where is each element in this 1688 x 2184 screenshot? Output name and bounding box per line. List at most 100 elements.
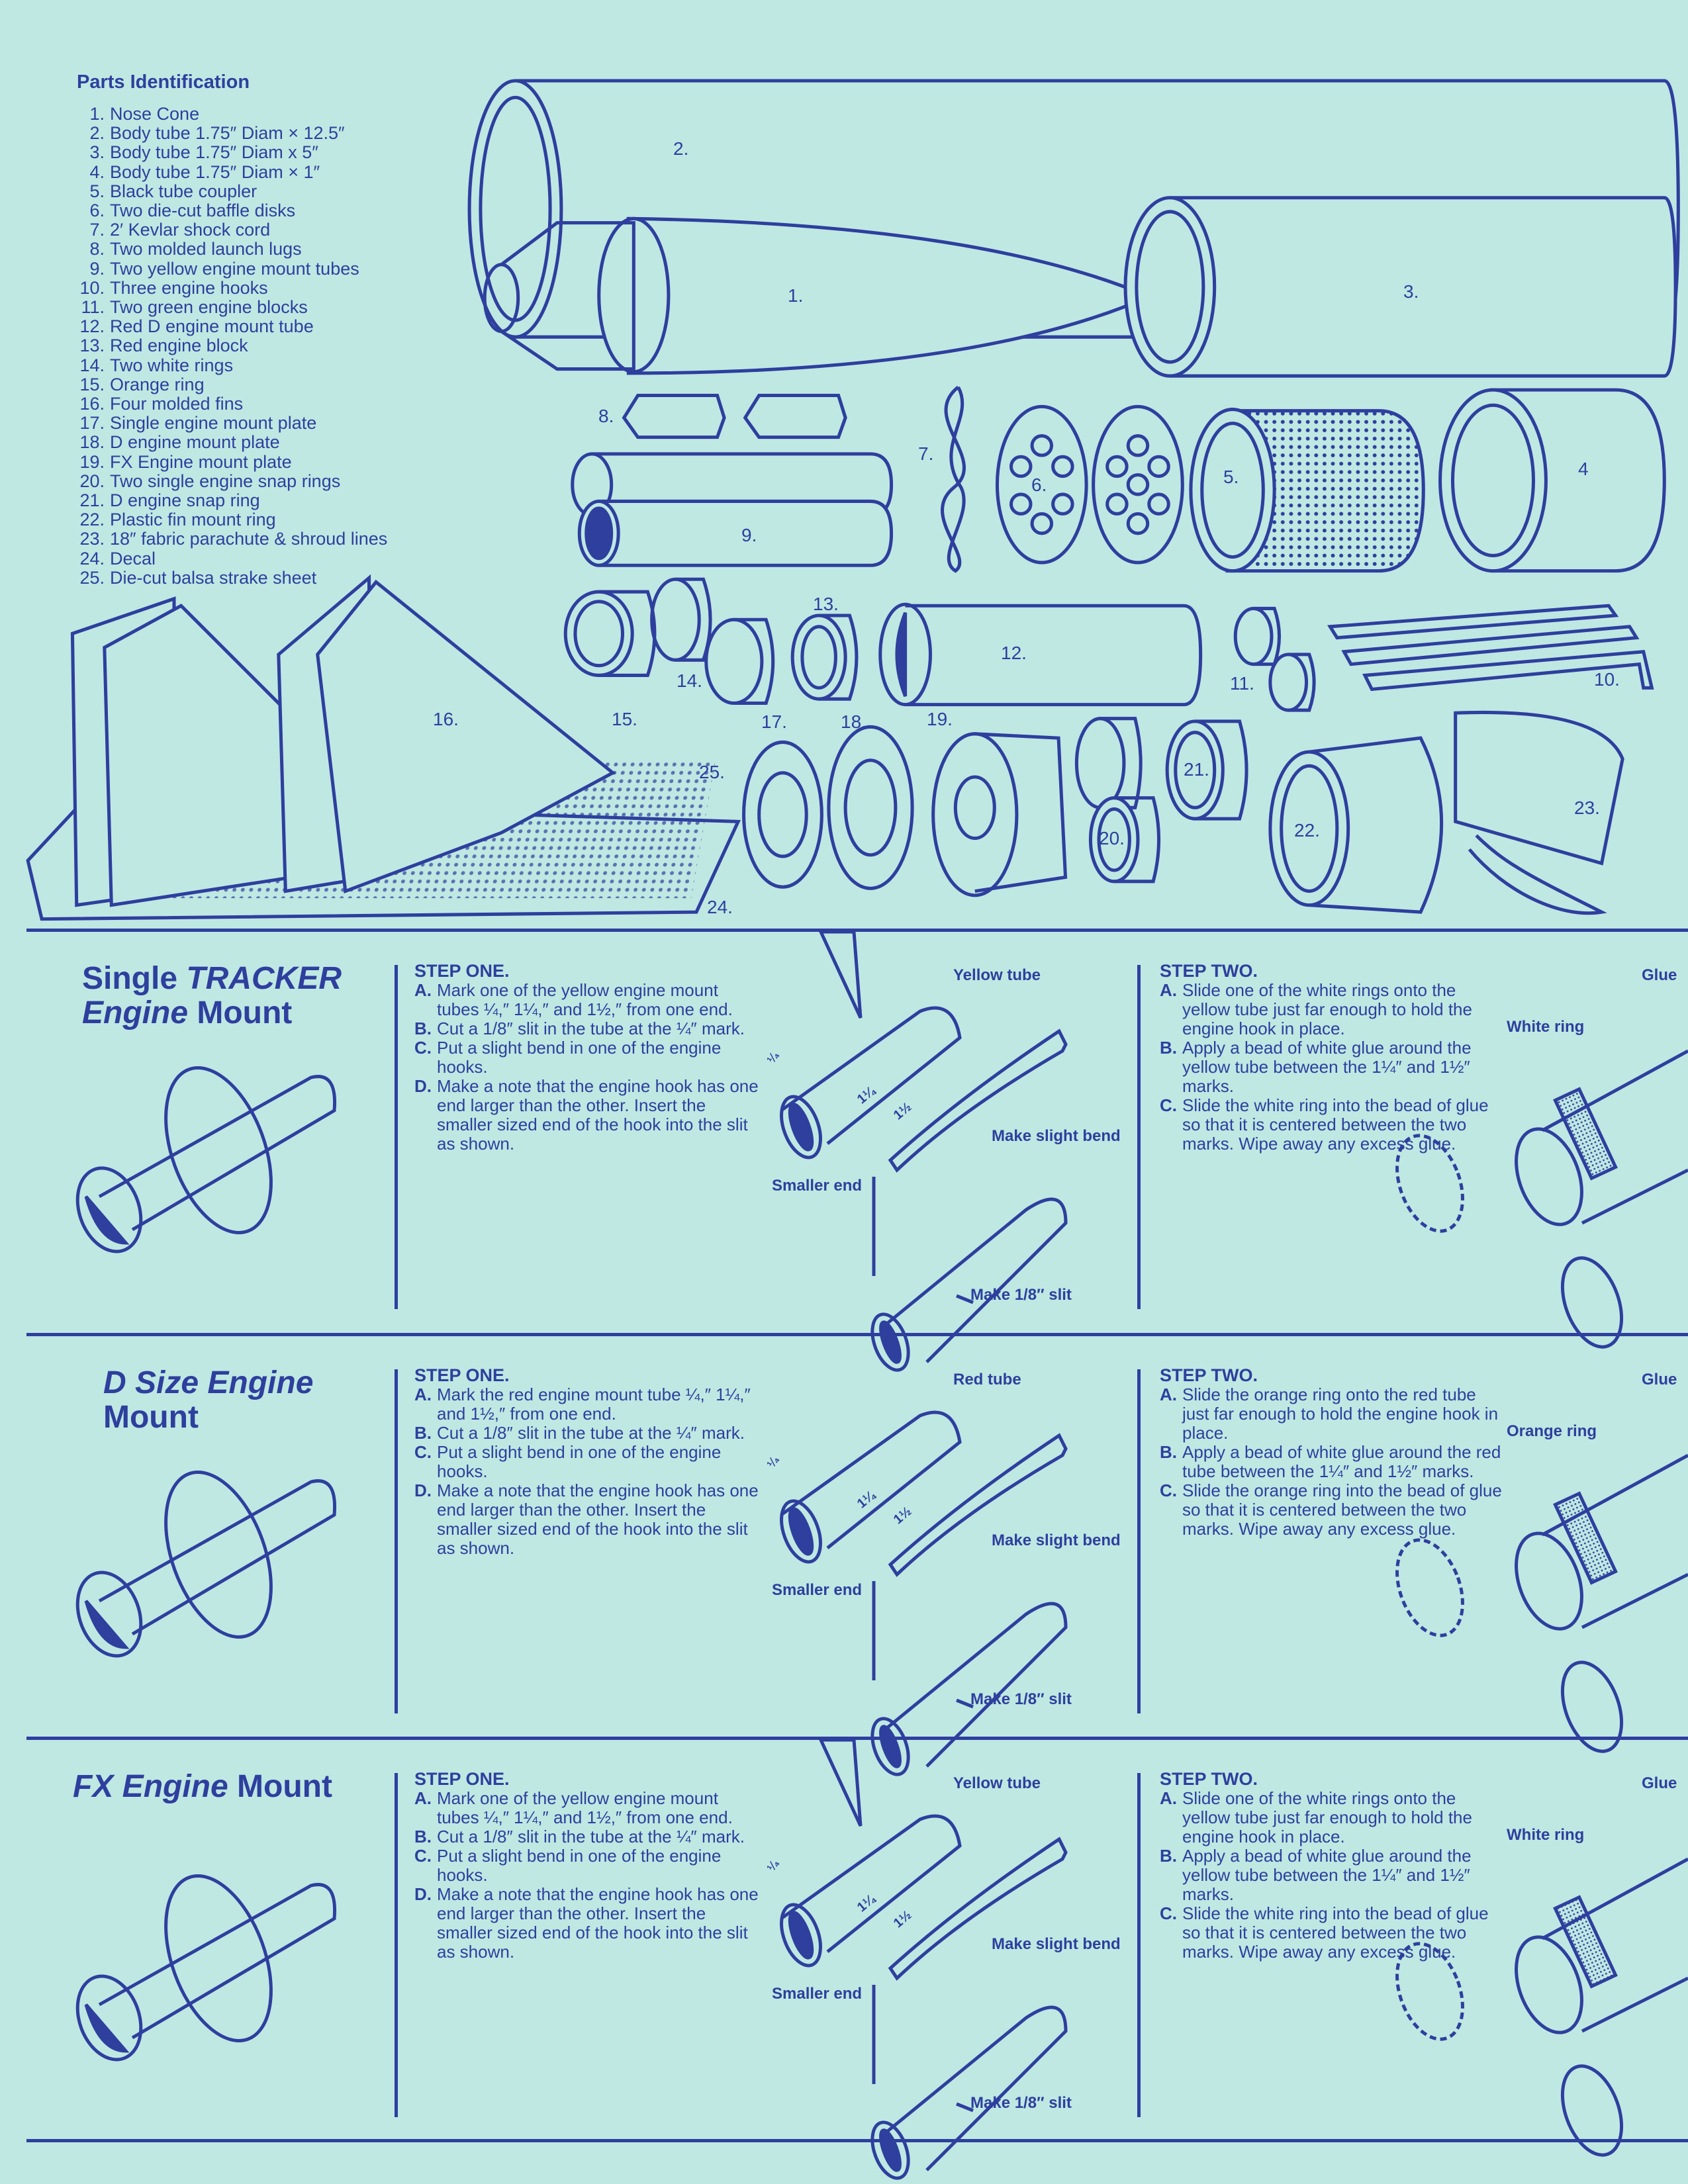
step-instruction: C.Slide the orange ring into the bead of… xyxy=(1160,1481,1504,1539)
step-letter: A. xyxy=(1160,980,1177,1000)
engine-hook-drawing xyxy=(888,1028,1068,1173)
part-name: Orange ring xyxy=(110,374,205,394)
tube-opening xyxy=(879,1320,902,1364)
leader-line xyxy=(872,1581,974,1709)
part-number: 18. xyxy=(79,432,105,453)
callout-15: 15. xyxy=(612,709,637,729)
step-letter: C. xyxy=(1160,1480,1177,1500)
step-instruction: A. Slide the orange ring onto the red tub… xyxy=(1160,1385,1504,1443)
step-text: Slide the white ring into the bead of gl… xyxy=(1182,1095,1489,1154)
launch-lug xyxy=(622,394,726,439)
part-name: Three engine hooks xyxy=(110,277,268,298)
column-divider xyxy=(1137,1369,1141,1713)
step-letter: B. xyxy=(414,1423,432,1443)
tube-end xyxy=(780,1903,822,1968)
tube-opening xyxy=(788,1507,814,1556)
part-item: 16.Four molded fins xyxy=(71,394,387,414)
callout-18: 18. xyxy=(841,711,867,732)
body-tube-medium xyxy=(1123,196,1677,378)
part-number: 23. xyxy=(79,529,105,549)
step-instruction: A.Mark one of the yellow engine mount tu… xyxy=(414,1789,759,1827)
leader-line xyxy=(872,1985,974,2113)
step-text: Cut a 1/8″ slit in the tube at the ¼″ ma… xyxy=(437,1423,745,1443)
column-divider xyxy=(395,1369,398,1713)
ring-drawing xyxy=(1395,1538,1464,1637)
step-text: Put a slight bend in one of the engine h… xyxy=(437,1038,722,1077)
ring-drawing xyxy=(1395,1134,1464,1233)
part-number: 15. xyxy=(79,374,105,394)
part-item: 15.Orange ring xyxy=(71,375,387,394)
molded-fins xyxy=(26,574,741,921)
shock-cord xyxy=(941,385,966,573)
label-ring: White ring xyxy=(1507,1826,1585,1844)
part-item: 19.FX Engine mount plate xyxy=(71,451,387,472)
step-text: Mark one of the yellow engine mount tube… xyxy=(437,1788,733,1827)
section-title-part: Mount xyxy=(103,1400,199,1435)
section-title: FX Engine Mount xyxy=(73,1770,357,1804)
tube-with-hook xyxy=(879,1197,1068,1363)
part-number: 14. xyxy=(79,355,105,375)
label-bend: Make slight bend xyxy=(992,1531,1121,1549)
mount-plate xyxy=(164,1066,273,1234)
mount-tube-end xyxy=(75,1166,143,1253)
label-smaller: Smaller end xyxy=(772,1581,863,1599)
step-instruction: B.Cut a 1/8″ slit in the tube at the ¼″ … xyxy=(414,1827,759,1846)
tube-end xyxy=(870,1312,910,1372)
part-number: 25. xyxy=(79,567,105,588)
white-ring xyxy=(563,590,657,677)
step-instruction: B.Apply a bead of white glue around the … xyxy=(1160,1038,1504,1096)
callout-2: 2. xyxy=(673,138,688,159)
step-instruction: D.Make a note that the engine hook has o… xyxy=(414,1885,759,1962)
step-instruction: C.Put a slight bend in one of the engine… xyxy=(414,1038,759,1077)
fx-engine-mount-drawing xyxy=(98,1883,337,2040)
engine-hook-drawing xyxy=(888,1433,1068,1577)
parts-identification-title: Parts Identification xyxy=(77,71,250,93)
step-letter: C. xyxy=(414,1442,432,1462)
part-number: 12. xyxy=(79,316,105,337)
divider xyxy=(26,1333,1688,1336)
step-letter: A. xyxy=(1160,1385,1177,1404)
pencil-icon xyxy=(818,1738,863,1827)
assembly-end xyxy=(1560,1661,1624,1753)
part-number: 4. xyxy=(89,161,105,182)
part-item: 2.Body tube 1.75″ Diam × 12.5″ xyxy=(71,124,387,143)
label-tube: Yellow tube xyxy=(953,966,1041,984)
callout-1: 1. xyxy=(788,285,803,306)
section-title-part: Mount xyxy=(188,995,293,1030)
body-tube-short xyxy=(1438,388,1666,573)
step-heading: STEP TWO. xyxy=(1160,1769,1258,1789)
divider xyxy=(26,929,1688,932)
step-text: Apply a bead of white glue around the re… xyxy=(1182,1442,1501,1481)
part-name: Die-cut balsa strake sheet xyxy=(110,567,317,588)
part-item: 4.Body tube 1.75″ Diam × 1″ xyxy=(71,161,387,182)
tube-drawing xyxy=(780,1006,962,1145)
label-slit: Make 1/8″ slit xyxy=(970,1286,1072,1304)
mount-tube-opening xyxy=(84,2003,130,2053)
step-two: STEP TWO.A. Slide the orange ring onto th… xyxy=(1160,1366,1504,1539)
step-text: Mark one of the yellow engine mount tube… xyxy=(437,980,733,1019)
callout-21: 21. xyxy=(1184,759,1209,780)
step-letter: A. xyxy=(1160,1788,1177,1808)
part-item: 1.Nose Cone xyxy=(71,104,387,124)
step-instruction: C.Put a slight bend in one of the engine… xyxy=(414,1846,759,1885)
part-number: 21. xyxy=(79,490,105,511)
callout-11: 11. xyxy=(1230,673,1254,694)
label-ring: Orange ring xyxy=(1507,1422,1597,1440)
step-instruction: C.Put a slight bend in one of the engine… xyxy=(414,1443,759,1481)
assembly-end xyxy=(1560,1256,1624,1349)
part-name: FX Engine mount plate xyxy=(110,451,292,472)
assembly-end xyxy=(1515,1935,1583,2034)
tube-opening xyxy=(788,1911,814,1960)
section-title: Single TRACKER Engine Mount xyxy=(82,962,367,1030)
step-text: Slide the orange ring onto the red tube … xyxy=(1182,1385,1499,1443)
step-text: Mark the red engine mount tube ¼,″ 1¼,″ … xyxy=(437,1385,751,1424)
section-title-part: Single xyxy=(82,961,187,996)
mount-tube-opening xyxy=(84,1195,130,1245)
callout-13: 13. xyxy=(813,594,839,614)
part-name: Two green engine blocks xyxy=(110,297,308,318)
part-number: 5. xyxy=(89,181,105,201)
tube-end xyxy=(870,2120,910,2180)
step-letter: D. xyxy=(414,1884,432,1904)
step-heading: STEP TWO. xyxy=(1160,1365,1258,1385)
mount-tube-end xyxy=(75,1570,143,1658)
